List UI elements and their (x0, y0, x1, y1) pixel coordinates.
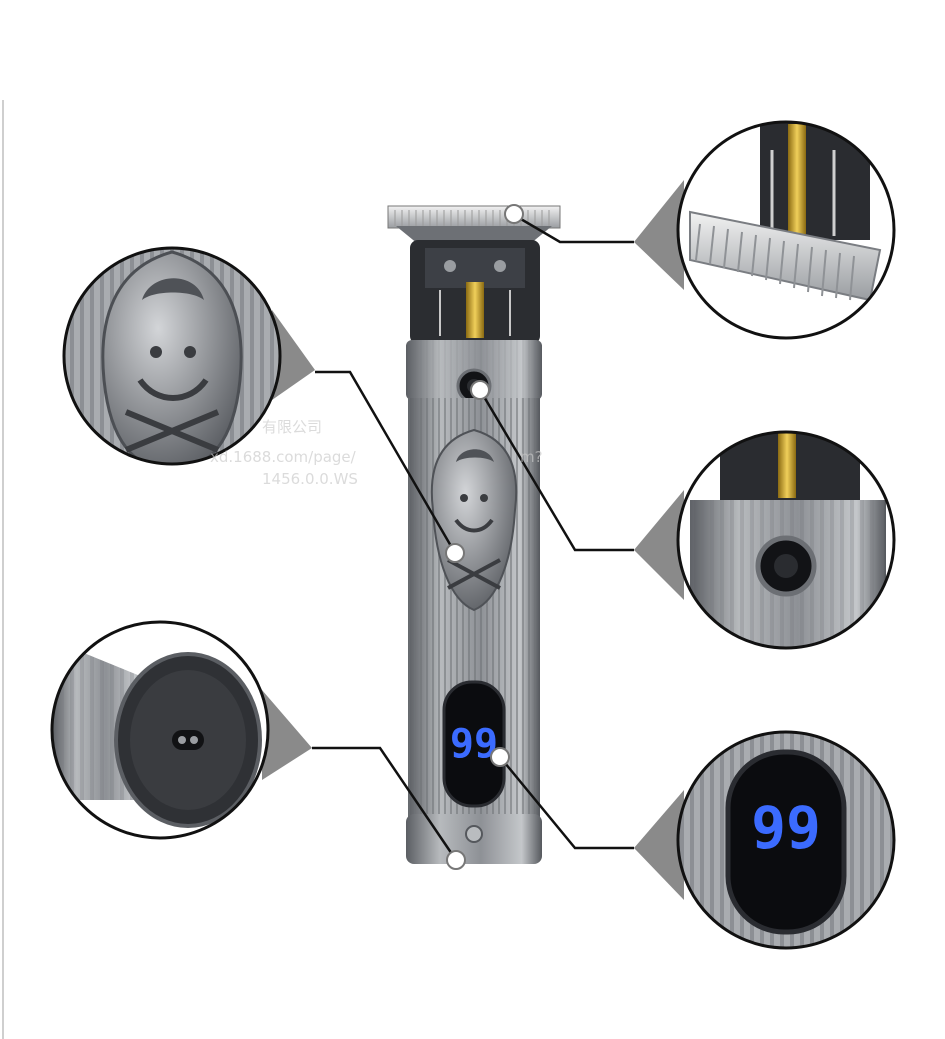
zoom-led-reading: 99 (751, 794, 821, 862)
callout-wedges (262, 180, 684, 900)
charging-port-icon (172, 730, 204, 750)
watermark-line-1: 有限公司 (262, 418, 322, 436)
zoom-emblem (62, 246, 282, 466)
zoom-blade (676, 120, 896, 340)
callout-anchors (445, 204, 524, 870)
watermark: 有限公司 xd.1688.com/page/ m? 1456.0.0.WS (210, 418, 543, 488)
barber-face-emblem-icon (430, 428, 518, 612)
zoom-charging-port (50, 620, 270, 840)
zoom-power-button (676, 430, 896, 650)
led-display-window (442, 680, 506, 808)
watermark-line-2-tail: m? (520, 448, 543, 466)
callout-lines (312, 213, 634, 861)
led-display-reading: 99 (450, 721, 498, 767)
trimmer-main: 99 (387, 205, 561, 864)
watermark-line-3: 1456.0.0.WS (262, 470, 358, 488)
t-blade (387, 205, 561, 244)
trimmer-head (410, 240, 540, 344)
zoom-led-display: 99 (676, 730, 896, 950)
watermark-line-2: xd.1688.com/page/ (210, 448, 357, 466)
